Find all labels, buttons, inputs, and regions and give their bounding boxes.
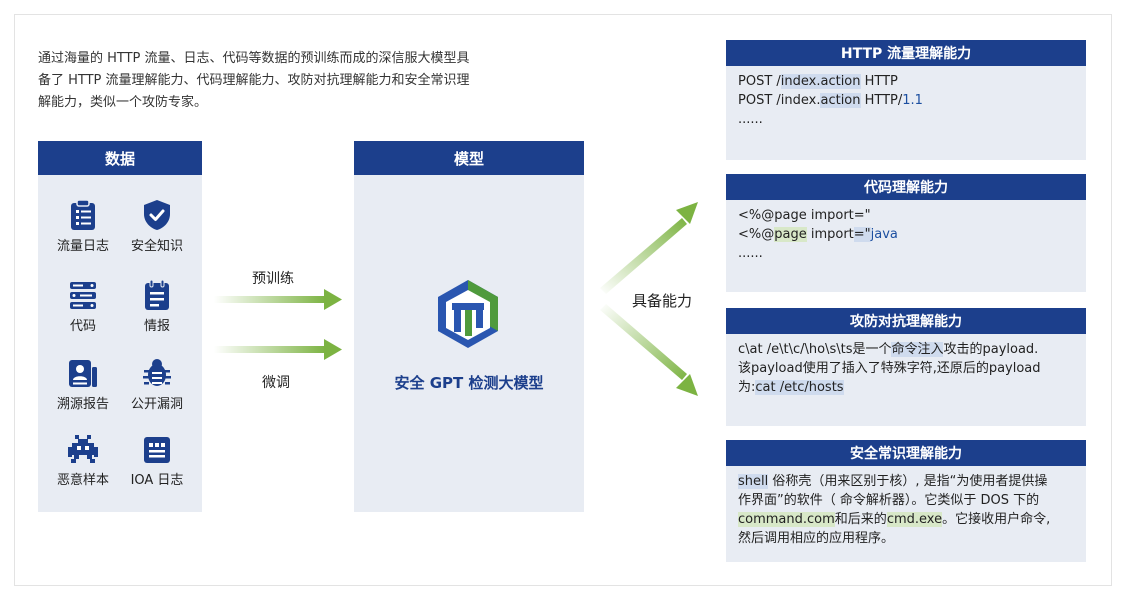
data-item-label: 公开漏洞 <box>130 397 183 412</box>
data-item-code: 代码 <box>42 279 124 334</box>
finetune-label: 微调 <box>262 375 290 391</box>
capability-text-segment: import <box>806 227 854 242</box>
bug-icon <box>143 359 171 386</box>
data-column-body <box>38 175 202 512</box>
capability-text-segment: 作界面”的软件（ 命令解析器）。它类似于 DOS 下的 <box>738 493 1040 508</box>
capability-header-code: 代码理解能力 <box>726 174 1086 200</box>
capability-text-segment: 1.1 <box>902 93 923 108</box>
capability-text-segment: HTTP <box>860 74 898 89</box>
data-item-label: 安全知识 <box>130 239 183 254</box>
capability-text-segment: cmd.exe <box>886 512 943 527</box>
capability-text-segment: 为: <box>738 380 756 395</box>
capability-line: ...... <box>738 110 1074 129</box>
server-stack-icon <box>70 282 96 309</box>
log-calendar-icon <box>144 437 170 463</box>
capability-text-segment: index. <box>780 74 821 89</box>
capability-text-segment: 攻击的payload. <box>943 342 1039 357</box>
capability-text-segment: action <box>820 93 861 108</box>
capability-text-segment: page <box>774 227 807 242</box>
capability-line: 作界面”的软件（ 命令解析器）。它类似于 DOS 下的 <box>738 491 1074 510</box>
data-item-label: IOA 日志 <box>130 473 184 488</box>
data-item-ioa-log: IOA 日志 <box>116 433 198 488</box>
capability-line: POST /index.action HTTP <box>738 72 1074 91</box>
data-column-header: 数据 <box>38 141 202 175</box>
capability-text-segment: c\at /e\t\c/\ho\s\ts是一个 <box>738 342 892 357</box>
capability-text-segment: POST /index. <box>738 93 821 108</box>
ability-arrow-up <box>600 202 698 294</box>
capability-text-segment: 命令注入 <box>891 342 944 357</box>
data-item-traffic-log: 流量日志 <box>42 199 124 254</box>
shield-check-icon <box>144 200 170 230</box>
data-item-label: 恶意样本 <box>56 473 109 488</box>
intro-text: 通过海量的 HTTP 流量、日志、代码等数据的预训练而成的深信服大模型具备了 H… <box>38 51 470 110</box>
capability-text-segment: HTTP/ <box>860 93 903 108</box>
ability-arrows <box>600 202 698 396</box>
data-items-grid: 流量日志 安全知识 代码 情报 <box>38 175 202 512</box>
capability-text-segment: java <box>870 227 898 242</box>
data-item-malware-sample: 恶意样本 <box>42 433 124 488</box>
pretrain-label: 预训练 <box>252 271 294 287</box>
capability-text-segment: 该payload使用了插入了特殊字符,还原后的payload <box>738 361 1041 376</box>
report-icon <box>69 360 97 387</box>
capability-line: <%@page import="java <box>738 225 1074 244</box>
capability-text-segment: ...... <box>738 246 763 261</box>
data-item-label: 情报 <box>143 319 170 334</box>
capability-line: 该payload使用了插入了特殊字符,还原后的payload <box>738 359 1074 378</box>
capability-text-segment: <%@page import=" <box>738 208 871 223</box>
finetune-arrow <box>214 339 342 360</box>
capability-body-attack-defense: c\at /e\t\c/\ho\s\ts是一个命令注入攻击的payload. 该p… <box>726 334 1086 426</box>
model-logo-icon <box>438 280 498 348</box>
capability-text-segment: cat /etc/hosts <box>755 380 844 395</box>
data-item-trace-report: 溯源报告 <box>42 357 124 412</box>
capability-text-segment: 俗称壳（用来区别于核）, 是指“为使用者提供操 <box>768 474 1048 489</box>
capability-line: ...... <box>738 244 1074 263</box>
capability-line: 为:cat /etc/hosts <box>738 378 1074 397</box>
ability-arrow-down <box>600 304 698 396</box>
model-name: 安全 GPT 检测大模型 <box>394 374 544 392</box>
data-column-title: 数据 <box>104 149 135 168</box>
capability-header-security-common-sense: 安全常识理解能力 <box>726 440 1086 466</box>
pretrain-arrow <box>214 289 342 310</box>
capability-text-segment: command.com <box>738 512 835 527</box>
data-item-label: 代码 <box>69 319 96 334</box>
model-column-header: 模型 <box>354 141 584 175</box>
capability-text-segment: shell <box>738 474 769 489</box>
data-item-label: 流量日志 <box>56 239 109 254</box>
capability-text-segment: 和后来的 <box>834 512 887 527</box>
model-column-title: 模型 <box>453 149 484 168</box>
data-item-public-vuln: 公开漏洞 <box>116 357 198 412</box>
data-item-intelligence: 情报 <box>116 279 198 334</box>
capability-text-segment: action <box>820 74 861 89</box>
capability-line: <%@page import=" <box>738 206 1074 225</box>
capability-body-security-common-sense: shell 俗称壳（用来区别于核）, 是指“为使用者提供操作界面”的软件（ 命令… <box>726 466 1086 562</box>
clipboard-list-icon <box>71 199 95 230</box>
training-arrows <box>214 289 342 360</box>
capability-line: 然后调用相应的应用程序。 <box>738 529 1074 548</box>
capability-line: shell 俗称壳（用来区别于核）, 是指“为使用者提供操 <box>738 472 1074 491</box>
capability-text-segment: POST / <box>738 74 781 89</box>
data-item-security-knowledge: 安全知识 <box>116 199 198 254</box>
capability-text-segment: <%@ <box>738 227 775 242</box>
capability-text-segment: ...... <box>738 112 763 127</box>
capability-line: command.com和后来的cmd.exe。它接收用户命令, <box>738 510 1074 529</box>
virus-icon <box>68 435 98 463</box>
capability-text-segment: 然后调用相应的应用程序。 <box>738 531 895 546</box>
capability-body-code: <%@page import="<%@page import="java....… <box>726 200 1086 292</box>
capability-header-http: HTTP 流量理解能力 <box>726 40 1086 66</box>
capability-header-attack-defense: 攻防对抗理解能力 <box>726 308 1086 334</box>
ability-label: 具备能力 <box>632 292 693 310</box>
document-list-icon <box>145 279 169 310</box>
data-item-label: 溯源报告 <box>56 397 109 412</box>
capability-line: c\at /e\t\c/\ho\s\ts是一个命令注入攻击的payload. <box>738 340 1074 359</box>
capability-text-segment: 。它接收用户命令, <box>942 512 1051 527</box>
capability-text-segment: =" <box>853 227 871 242</box>
capability-line: POST /index.action HTTP/1.1 <box>738 91 1074 110</box>
